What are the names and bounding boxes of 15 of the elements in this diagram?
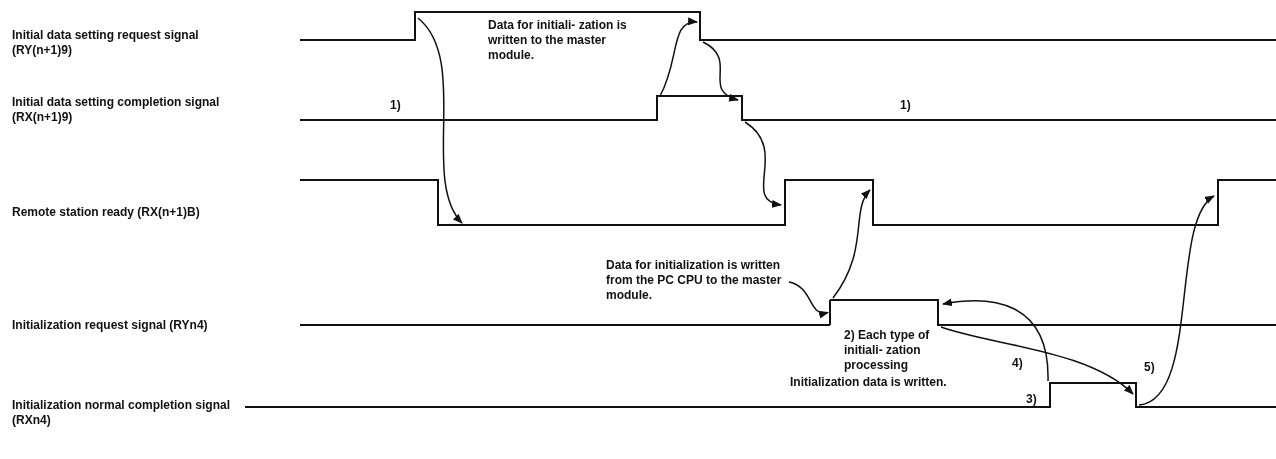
annotation-text: Initialization data is written. (790, 375, 948, 390)
step-number: 5) (1144, 360, 1156, 375)
signal-name: Remote station ready (RX(n+1)B) (12, 205, 201, 220)
annotation-text: Data for initialization is written from the PC CPU to the master module. (606, 258, 786, 303)
step-number: 4) (1012, 356, 1024, 371)
annotation-text: Data for initiali- zation is written to the master module. (488, 18, 628, 63)
signal-name: Initial data setting request signal (RY(n+1)9) (12, 28, 200, 58)
step-number: 1) (390, 98, 402, 113)
step-number: 1) (900, 98, 912, 113)
signal-name: Initialization request signal (RYn4) (12, 318, 209, 333)
signal-name: Initial data setting completion signal (RX(n+1)9) (12, 95, 221, 125)
leader-arrow (788, 281, 829, 318)
step-number: 3) (1026, 392, 1038, 407)
signal-name: Initialization normal completion signal (RXn4) (12, 398, 232, 428)
annotation-text: 2) Each type of initiali- zation processing (844, 328, 931, 373)
